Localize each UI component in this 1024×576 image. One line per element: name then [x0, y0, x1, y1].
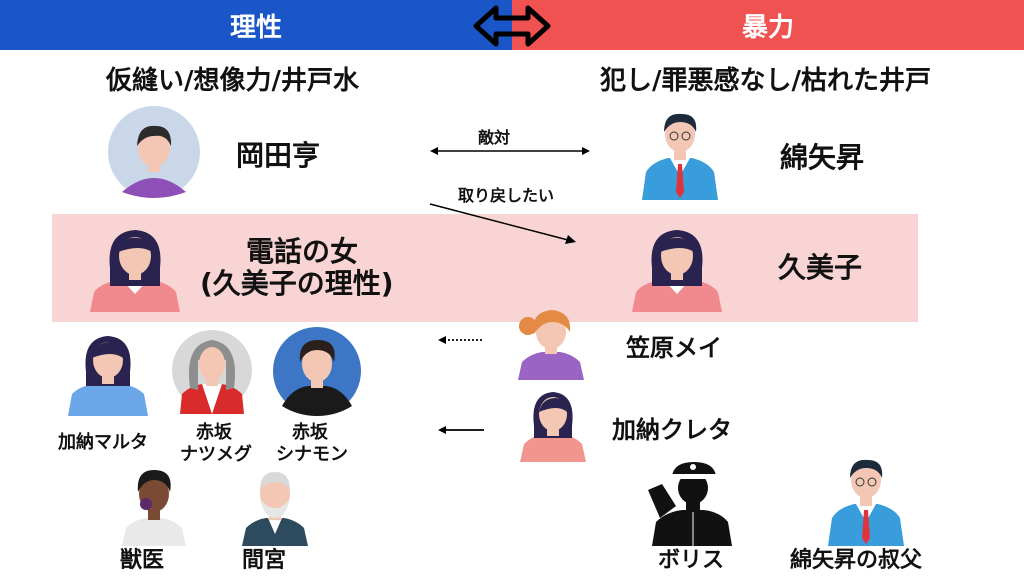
kasahara-avatar [518, 310, 584, 380]
cinnamon-name-1: 赤坂 [292, 422, 328, 443]
solid-arrow-icon [438, 426, 484, 434]
okada-avatar [108, 106, 200, 198]
creta-name: 加納クレタ [612, 416, 732, 444]
nutmeg-avatar [172, 330, 252, 414]
vet-avatar [122, 470, 186, 546]
kumiko-avatar [632, 230, 722, 312]
header-left: 理性 [0, 0, 512, 50]
phone-woman-avatar [90, 230, 180, 312]
nutmeg-name-1: 赤坂 [196, 422, 232, 443]
right-subtitle: 犯し/罪悪感なし/枯れた井戸 [600, 66, 931, 96]
dotted-arrow-icon [438, 336, 484, 344]
mamiya-avatar [242, 472, 308, 546]
wataya-name: 綿矢昇 [780, 141, 865, 174]
double-arrow-icon [473, 5, 551, 47]
want-back-label: 取り戻したい [458, 186, 555, 205]
uncle-avatar [828, 459, 904, 546]
header-right: 暴力 [512, 0, 1024, 50]
cinnamon-name-2: シナモン [276, 444, 348, 465]
enemy-arrow-icon [430, 147, 590, 155]
phone-woman-name-1: 電話の女 [246, 235, 359, 268]
kasahara-name: 笠原メイ [626, 334, 722, 362]
creta-avatar [520, 392, 586, 462]
okada-name: 岡田亨 [236, 139, 321, 172]
kumiko-name: 久美子 [778, 251, 863, 284]
uncle-name: 綿矢昇の叔父 [790, 548, 923, 573]
phone-woman-name-2: (久美子の理性) [200, 267, 394, 300]
malta-name: 加納マルタ [58, 432, 148, 453]
mamiya-name: 間宮 [242, 548, 287, 573]
wataya-avatar [642, 113, 718, 200]
boris-avatar [648, 462, 732, 546]
cinnamon-avatar [273, 327, 361, 416]
highlight-band [52, 214, 918, 322]
boris-name: ボリス [658, 548, 725, 573]
vet-name: 獣医 [120, 548, 165, 573]
header-right-label: 暴力 [741, 12, 794, 43]
want-back-arrow-icon [429, 203, 576, 244]
enemy-label: 敵対 [478, 128, 511, 147]
nutmeg-name-2: ナツメグ [180, 444, 252, 465]
left-subtitle: 仮縫い/想像力/井戸水 [106, 66, 359, 96]
malta-avatar [68, 336, 148, 416]
header-left-label: 理性 [229, 12, 282, 43]
